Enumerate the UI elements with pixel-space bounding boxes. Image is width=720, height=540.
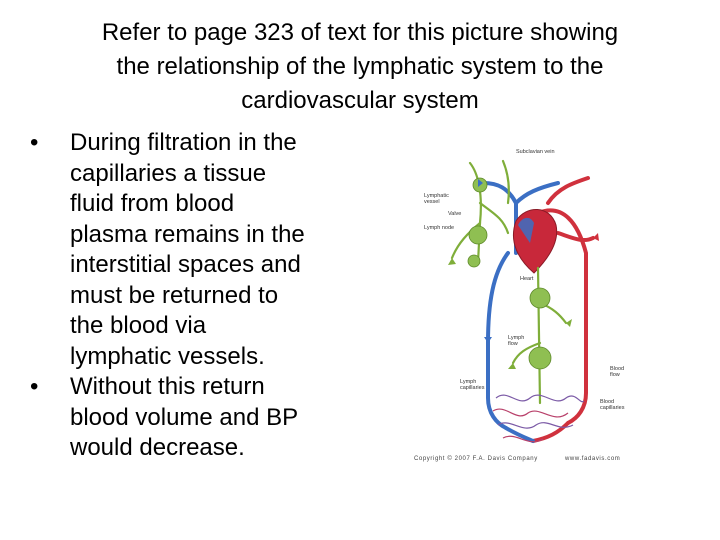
label-valve: Valve bbox=[448, 211, 461, 217]
label-blood-capillaries: capillaries bbox=[600, 405, 625, 411]
title-line-1: Refer to page 323 of text for this pictu… bbox=[101, 19, 619, 46]
label-lymphatic-vessel: vessel bbox=[424, 199, 440, 205]
bullet-item-filtration: • During filtration in the capillaries a… bbox=[30, 128, 370, 372]
bullet-marker: • bbox=[30, 129, 39, 156]
label-blood-flow: Blood bbox=[610, 366, 624, 372]
bullet-line: the blood via bbox=[70, 312, 207, 339]
bullet-line: During filtration in the bbox=[70, 129, 297, 156]
label-lymph-flow: flow bbox=[508, 341, 518, 347]
lymphatic-system-diagram: Subclavian vein Lymphatic vessel Valve L… bbox=[408, 143, 630, 465]
label-blood-capillaries: Blood bbox=[600, 399, 614, 405]
heart bbox=[512, 209, 558, 274]
bullet-list: • During filtration in the capillaries a… bbox=[30, 128, 370, 464]
label-lymph-capillaries: capillaries bbox=[460, 385, 485, 391]
bullet-line: must be returned to bbox=[70, 281, 279, 309]
label-lymph-flow: Lymph bbox=[508, 335, 524, 341]
bullet-line: Without this return bbox=[70, 373, 265, 400]
title-line-3: cardiovascular system bbox=[241, 87, 479, 114]
lymph-nodes bbox=[467, 177, 552, 370]
bullet-line: plasma remains in the bbox=[70, 220, 305, 248]
label-heart: Heart bbox=[520, 276, 534, 282]
copyright-text: Copyright © 2007 F.A. Davis Company bbox=[414, 455, 538, 462]
diagram-labels: Subclavian vein Lymphatic vessel Valve L… bbox=[424, 149, 625, 411]
label-blood-flow: flow bbox=[610, 372, 620, 378]
bullet-line: capillaries a tissue bbox=[70, 159, 267, 187]
bullet-marker: • bbox=[30, 373, 39, 400]
label-lymphatic-vessel: Lymphatic bbox=[424, 193, 449, 199]
lymph-vessels bbox=[450, 159, 568, 405]
bullet-line: would decrease. bbox=[70, 434, 245, 461]
bullet-line: interstitial spaces and bbox=[70, 251, 301, 278]
artery-vessels bbox=[531, 176, 595, 443]
capillary-network bbox=[492, 394, 585, 443]
label-lymph-capillaries: Lymph bbox=[460, 379, 476, 385]
bullet-line: fluid from blood bbox=[70, 190, 235, 217]
flow-arrows bbox=[448, 179, 599, 369]
label-lymph-node: Lymph node bbox=[424, 225, 454, 231]
bullet-item-return: • Without this return blood volume and B… bbox=[30, 372, 370, 464]
label-subclavian-vein: Subclavian vein bbox=[516, 149, 555, 155]
publisher-website: www.fadavis.com bbox=[564, 456, 620, 462]
slide-title: Refer to page 323 of text for this pictu… bbox=[40, 16, 680, 118]
bullet-line: lymphatic vessels. bbox=[70, 342, 265, 370]
bullet-line: blood volume and BP bbox=[70, 403, 299, 431]
title-line-2: the relationship of the lymphatic system… bbox=[116, 53, 604, 80]
